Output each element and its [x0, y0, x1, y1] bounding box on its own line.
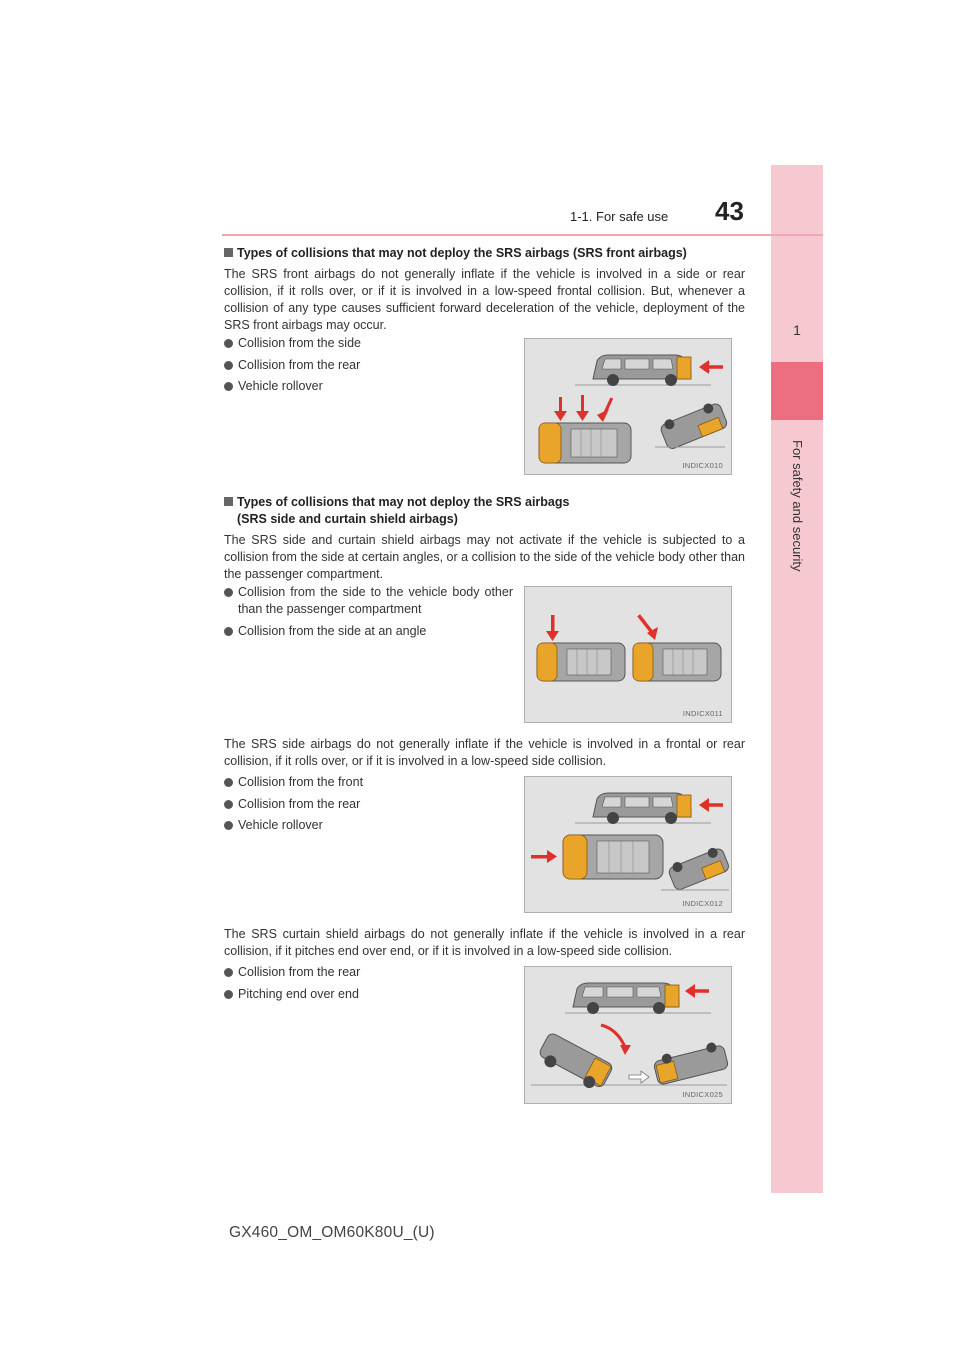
- header-rule: [222, 234, 823, 236]
- bullet-dot-icon: [224, 360, 233, 370]
- list-item: Collision from the side at an angle: [224, 623, 513, 640]
- figure-code: INDICX025: [682, 1090, 723, 1099]
- figure-code: INDICX010: [682, 461, 723, 470]
- chapter-tab-marker: [771, 362, 823, 420]
- rear-pitching-illustration: [531, 982, 729, 1089]
- bullet-dot-icon: [224, 989, 233, 999]
- suv-top-view: [632, 642, 722, 682]
- bullet-list: Collision from the front Collision from …: [224, 774, 363, 839]
- section-paragraph: The SRS front airbags do not generally i…: [224, 267, 745, 332]
- section-paragraph: The SRS side airbags do not generally in…: [224, 737, 745, 768]
- collision-illustration: INDICX012: [524, 776, 732, 913]
- list-item: Collision from the rear: [224, 357, 361, 374]
- list-item: Collision from the side: [224, 335, 361, 352]
- bullet-dot-icon: [224, 588, 233, 597]
- figure-code: INDICX012: [682, 899, 723, 908]
- bullet-list: Collision from the rear Pitching end ove…: [224, 964, 360, 1007]
- figure-code: INDICX011: [682, 709, 723, 718]
- running-head: 1-1. For safe use: [570, 209, 669, 224]
- chapter-number: 1: [793, 322, 801, 338]
- suv-flipped-view: [653, 1042, 729, 1085]
- list-item: Vehicle rollover: [224, 378, 361, 395]
- side-rear-rollover-illustration: [538, 354, 728, 464]
- section-heading: Types of collisions that may not deploy …: [224, 494, 569, 528]
- suv-pitching-view: [539, 1033, 613, 1089]
- bullet-dot-icon: [224, 968, 233, 977]
- document-code-footer: GX460_OM_OM60K80U_(U): [229, 1224, 435, 1241]
- list-item: Collision from the side to the vehicle b…: [224, 584, 513, 618]
- bullet-list: Collision from the side to the vehicle b…: [224, 584, 513, 644]
- list-item: Vehicle rollover: [224, 817, 363, 834]
- collision-illustration: INDICX010: [524, 338, 732, 475]
- list-item: Collision from the rear: [224, 964, 360, 981]
- bullet-dot-icon: [224, 339, 233, 348]
- bullet-dot-icon: [224, 778, 233, 787]
- page-number: 43: [715, 196, 744, 226]
- collision-illustration: INDICX011: [524, 586, 732, 723]
- bullet-dot-icon: [224, 799, 233, 809]
- suv-side-view: [572, 982, 680, 1014]
- collision-illustration: INDICX025: [524, 966, 732, 1104]
- suv-side-view: [592, 792, 692, 824]
- suv-top-view: [562, 834, 664, 880]
- bullet-dot-icon: [224, 382, 233, 391]
- side-angle-impact-illustration: [536, 614, 722, 682]
- bullet-dot-icon: [224, 626, 233, 636]
- suv-top-view: [536, 642, 626, 682]
- suv-rollover-view: [660, 403, 728, 449]
- list-item: Collision from the rear: [224, 796, 363, 813]
- side-tab-band: [771, 165, 823, 1193]
- square-bullet-icon: [224, 497, 233, 506]
- suv-side-view: [592, 354, 692, 386]
- suv-top-view: [538, 422, 632, 464]
- list-item: Collision from the front: [224, 774, 363, 791]
- suv-rollover-view: [668, 847, 729, 890]
- section-heading: Types of collisions that may not deploy …: [224, 245, 687, 262]
- bullet-dot-icon: [224, 821, 233, 830]
- section-paragraph: The SRS side and curtain shield airbags …: [224, 533, 745, 581]
- square-bullet-icon: [224, 248, 233, 257]
- list-item: Pitching end over end: [224, 986, 360, 1003]
- bullet-list: Collision from the side Collision from t…: [224, 335, 361, 400]
- front-rear-rollover-illustration: [531, 792, 729, 891]
- chapter-label: For safety and security: [790, 440, 805, 572]
- section-paragraph: The SRS curtain shield airbags do not ge…: [224, 927, 745, 958]
